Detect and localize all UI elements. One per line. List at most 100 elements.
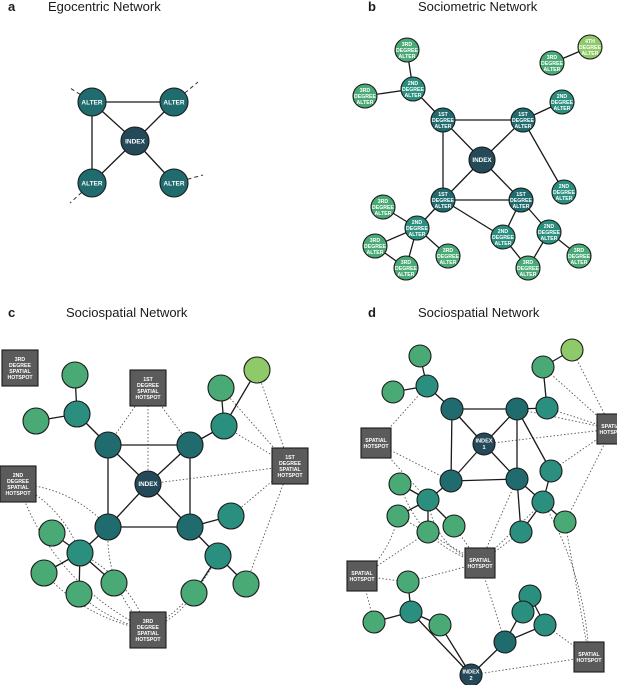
index-node-label: INDEX [125, 138, 146, 145]
alter-node [428, 613, 452, 637]
second-degree-alter [490, 224, 516, 250]
third-degree-spatial-hotspot-label: SPATIAL [9, 369, 31, 375]
third-degree-alter [352, 83, 378, 109]
alter-node-label: ALTER [81, 99, 102, 106]
alter-node [511, 600, 535, 624]
third-degree-alter [38, 519, 66, 547]
third-degree-spatial-hotspot-label: DEGREE [137, 625, 159, 631]
panel-title: Sociospatial Network [66, 305, 188, 320]
third-degree-alter-label: DEGREE [541, 61, 563, 67]
fourth-degree-alter-label: ALTER [582, 51, 599, 57]
external-tie [69, 182, 93, 204]
first-degree-spatial-hotspot-label: SPATIAL [137, 389, 159, 395]
third-degree-alter [61, 361, 89, 389]
second-degree-alter [204, 542, 232, 570]
alter-node [159, 87, 189, 117]
third-degree-alter [65, 580, 93, 608]
second-degree-spatial-hotspot-label: HOTSPOT [5, 491, 31, 497]
spatial-tie [43, 572, 149, 631]
alter-node [408, 344, 432, 368]
first-degree-spatial-hotspot [129, 369, 167, 407]
fourth-degree-alter-label: DEGREE [579, 45, 601, 51]
third-degree-alter [370, 194, 396, 220]
third-degree-spatial-hotspot-label: SPATIAL [137, 631, 159, 637]
spatial-hotspot [360, 427, 392, 459]
alter-node-label: ALTER [81, 180, 102, 187]
first-degree-alter-label: ALTER [515, 124, 532, 130]
second-degree-alter-label: DEGREE [553, 190, 575, 196]
third-degree-alter-label: ALTER [440, 260, 457, 266]
third-degree-alter [232, 570, 260, 598]
third-degree-alter [393, 255, 419, 281]
second-degree-alter-label: ALTER [554, 106, 571, 112]
first-degree-alter [510, 107, 536, 133]
edge [410, 611, 472, 676]
alter-node [439, 469, 463, 493]
panel-title: Egocentric Network [48, 0, 161, 14]
third-degree-alter-label: 3RD [523, 260, 534, 266]
second-degree-alter-label: ALTER [556, 196, 573, 202]
third-degree-alter-label: DEGREE [517, 266, 539, 272]
index-node [134, 470, 162, 498]
alter-node [531, 355, 555, 379]
third-degree-alter [207, 374, 235, 402]
first-degree-spatial-hotspot-label: SPATIAL [279, 467, 301, 473]
second-degree-alter-label: DEGREE [402, 87, 424, 93]
third-degree-alter-label: DEGREE [364, 244, 386, 250]
third-degree-alter [22, 407, 50, 435]
third-degree-alter-label: DEGREE [354, 94, 376, 100]
edge [516, 408, 552, 472]
alter-node-label: ALTER [163, 99, 184, 106]
edge [450, 408, 453, 482]
index-node [120, 126, 150, 156]
second-degree-alter-label: ALTER [495, 241, 512, 247]
second-degree-alter-label: 2ND [412, 220, 423, 226]
alter-node [415, 374, 439, 398]
index-node-label: INDEX [472, 157, 492, 164]
third-degree-alter-label: ALTER [375, 211, 392, 217]
fourth-degree-alter [577, 34, 603, 60]
panel-title: Sociospatial Network [418, 305, 540, 320]
alter-node [505, 397, 529, 421]
spatial-tie [479, 478, 518, 564]
second-degree-alter-label: 2ND [544, 224, 555, 230]
third-degree-alter-label: ALTER [367, 250, 384, 256]
alter-node [77, 87, 107, 117]
second-degree-alter [549, 89, 575, 115]
alter-node [159, 168, 189, 198]
alter-node [416, 520, 440, 544]
panel-letter: c [8, 305, 15, 320]
spatial-tie [542, 501, 590, 658]
first-degree-alter-label: 1ST [516, 192, 526, 198]
third-degree-alter-label: 3RD [360, 88, 371, 94]
second-degree-alter-label: DEGREE [492, 235, 514, 241]
spatial-hotspot-label: HOTSPOT [467, 564, 493, 570]
third-degree-alter-label: 3RD [378, 199, 389, 205]
second-degree-alter-label: 2ND [559, 184, 570, 190]
spatial-hotspot-label: HOTSPOT [599, 430, 617, 436]
alter-node [416, 488, 440, 512]
third-degree-alter-label: DEGREE [395, 266, 417, 272]
panel-letter: a [8, 0, 16, 14]
third-degree-spatial-hotspot-label: HOTSPOT [135, 637, 161, 643]
second-degree-alter-label: 2ND [498, 229, 509, 235]
third-degree-alter-label: 3RD [443, 248, 454, 254]
first-degree-spatial-hotspot-label: 1ST [285, 455, 295, 461]
second-degree-alter-label: DEGREE [551, 100, 573, 106]
spatial-tie [147, 465, 291, 485]
third-degree-spatial-hotspot [129, 611, 167, 649]
first-degree-alter-label: DEGREE [512, 118, 534, 124]
first-degree-alter [94, 431, 122, 459]
spatial-tie [361, 531, 429, 577]
index-1-node [472, 432, 496, 456]
third-degree-alter-label: ALTER [398, 272, 415, 278]
third-degree-alter-label: DEGREE [396, 48, 418, 54]
external-tie [173, 174, 204, 184]
third-degree-spatial-hotspot-label: HOTSPOT [7, 375, 33, 381]
index-node [468, 146, 496, 174]
second-degree-spatial-hotspot-label: 2ND [13, 473, 24, 479]
alter-node-label: ALTER [163, 180, 184, 187]
